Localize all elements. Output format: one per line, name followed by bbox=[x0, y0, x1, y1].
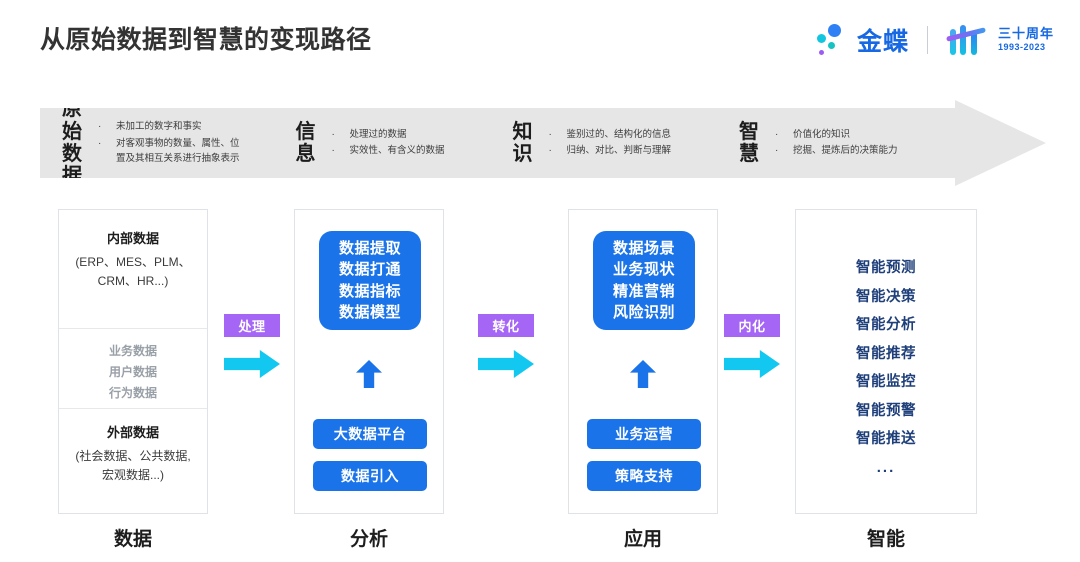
mid-item: 业务数据 bbox=[108, 344, 157, 358]
anniversary-text: 三十周年 1993-2023 bbox=[997, 26, 1054, 53]
connector-process: 处理 bbox=[224, 314, 290, 378]
page-title: 从原始数据到智慧的变现路径 bbox=[40, 26, 372, 54]
banner-bullet: · 归纳、对比、判断与理解 bbox=[549, 143, 672, 160]
column-card-data[interactable]: 内部数据 (ERP、MES、PLM、 CRM、HR...) 业务数据 用户数据 … bbox=[58, 209, 208, 514]
banner-bullet-text: 未加工的数字和事实 bbox=[116, 121, 202, 133]
banner-stage-title: 信 息 bbox=[295, 120, 316, 165]
banner-bullet: · 鉴别过的、结构化的信息 bbox=[549, 127, 672, 144]
kingdee-dots-icon bbox=[815, 23, 847, 57]
banner-stage-data: 原始 数据 · 未加工的数字和事实 · 对客观事物的数量、属性、位 置及其相互关… bbox=[62, 100, 240, 186]
banner-bullet-text: 对客观事物的数量、属性、位 置及其相互关系进行抽象表示 bbox=[116, 137, 240, 165]
internal-data-sub: (ERP、MES、PLM、 CRM、HR...) bbox=[75, 255, 191, 288]
list-item: 智能推送 bbox=[856, 431, 916, 448]
banner-stage-wisdom: 智 慧 · 价值化的知识 · 挖掘、提炼后的决策能力 bbox=[739, 100, 898, 186]
bullet-mark-icon: · bbox=[548, 128, 552, 140]
connector-badge-label: 转化 bbox=[478, 314, 534, 337]
analysis-main-box[interactable]: 数据提取 数据打通 数据指标 数据模型 bbox=[319, 231, 421, 330]
bullet-mark-icon: · bbox=[775, 145, 779, 156]
list-item: 智能预警 bbox=[856, 402, 916, 419]
banner-bullet-text: 价值化的知识 bbox=[793, 128, 851, 140]
banner-stage-knowledge: 知 识 · 鉴别过的、结构化的信息 · 归纳、对比、判断与理解 bbox=[513, 100, 672, 186]
banner-bullet: · 对客观事物的数量、属性、位 置及其相互关系进行抽象表示 bbox=[98, 136, 240, 167]
brand-divider bbox=[926, 26, 928, 54]
banner-stage-title: 知 识 bbox=[512, 120, 533, 165]
banner-stage-bullets: · 鉴别过的、结构化的信息 · 归纳、对比、判断与理解 bbox=[549, 127, 672, 160]
banner-content: 原始 数据 · 未加工的数字和事实 · 对客观事物的数量、属性、位 置及其相互关… bbox=[40, 100, 1046, 186]
mid-item: 行为数据 bbox=[108, 386, 157, 400]
banner-bullet-text: 鉴别过的、结构化的信息 bbox=[566, 128, 672, 140]
external-data-section: 外部数据 (社会数据、公共数据, 宏观数据...) bbox=[59, 422, 207, 502]
banner-stage-title: 智 慧 bbox=[739, 120, 760, 165]
external-data-sub: (社会数据、公共数据, 宏观数据...) bbox=[75, 449, 191, 482]
application-pill-operations[interactable]: 业务运营 bbox=[587, 419, 701, 449]
column-label-application: 应用 bbox=[623, 529, 662, 550]
brand-name: 金蝶 bbox=[856, 28, 909, 56]
external-data-title: 外部数据 bbox=[106, 425, 159, 440]
dikw-banner-arrow: 原始 数据 · 未加工的数字和事实 · 对客观事物的数量、属性、位 置及其相互关… bbox=[40, 100, 1046, 186]
column-label-analysis: 分析 bbox=[349, 529, 388, 550]
intelligence-list: 智能预测 智能决策 智能分析 智能推荐 智能监控 智能预警 智能推送 ... bbox=[796, 254, 976, 481]
banner-stage-information: 信 息 · 处理过的数据 · 实效性、有含义的数据 bbox=[296, 100, 445, 186]
analysis-pill-platform[interactable]: 大数据平台 bbox=[313, 419, 427, 449]
bullet-mark-icon: · bbox=[331, 145, 335, 156]
internal-data-title: 内部数据 bbox=[106, 231, 159, 246]
application-main-box[interactable]: 数据场景 业务现状 精准营销 风险识别 bbox=[593, 231, 695, 330]
anniversary-years: 1993-2023 bbox=[997, 42, 1046, 53]
list-item: 智能决策 bbox=[856, 288, 916, 305]
anniversary-label: 三十周年 bbox=[997, 26, 1054, 42]
right-arrow-icon bbox=[724, 350, 780, 378]
connector-badge-label: 处理 bbox=[224, 314, 280, 337]
right-arrow-icon bbox=[478, 350, 534, 378]
bullet-mark-icon: · bbox=[775, 128, 779, 140]
banner-stage-title: 原始 数据 bbox=[62, 98, 82, 188]
banner-bullet: · 实效性、有含义的数据 bbox=[332, 143, 445, 160]
bullet-mark-icon: · bbox=[331, 128, 335, 140]
banner-bullet-text: 归纳、对比、判断与理解 bbox=[566, 145, 672, 156]
column-card-analysis[interactable]: 数据提取 数据打通 数据指标 数据模型 大数据平台 数据引入 bbox=[294, 209, 444, 514]
banner-bullet-text: 挖掘、提炼后的决策能力 bbox=[793, 145, 898, 156]
list-item: 智能预测 bbox=[856, 260, 916, 276]
banner-stage-bullets: · 处理过的数据 · 实效性、有含义的数据 bbox=[332, 127, 445, 160]
column-label-intelligence: 智能 bbox=[866, 529, 905, 550]
column-label-data: 数据 bbox=[113, 529, 152, 550]
banner-bullet: · 价值化的知识 bbox=[775, 127, 898, 144]
application-pill-strategy[interactable]: 策略支持 bbox=[587, 461, 701, 491]
brand-logo: 金蝶 三十周年 1993-2023 bbox=[815, 20, 1054, 60]
list-item: 智能分析 bbox=[856, 317, 916, 334]
middle-data-section: 业务数据 用户数据 行为数据 bbox=[59, 328, 207, 409]
banner-stage-bullets: · 未加工的数字和事实 · 对客观事物的数量、属性、位 置及其相互关系进行抽象表… bbox=[98, 119, 240, 167]
column-card-intelligence[interactable]: 智能预测 智能决策 智能分析 智能推荐 智能监控 智能预警 智能推送 ... bbox=[795, 209, 977, 514]
connector-internalize: 内化 bbox=[724, 314, 790, 378]
connector-badge-label: 内化 bbox=[724, 314, 780, 337]
list-item: 智能推荐 bbox=[856, 345, 916, 362]
connector-transform: 转化 bbox=[478, 314, 544, 378]
banner-bullet-text: 实效性、有含义的数据 bbox=[349, 145, 445, 156]
list-item-ellipsis: ... bbox=[876, 458, 896, 476]
column-card-application[interactable]: 数据场景 业务现状 精准营销 风险识别 业务运营 策略支持 bbox=[568, 209, 718, 514]
banner-bullet: · 处理过的数据 bbox=[332, 127, 445, 144]
banner-bullet: · 挖掘、提炼后的决策能力 bbox=[775, 143, 898, 160]
analysis-pill-ingest[interactable]: 数据引入 bbox=[313, 461, 427, 491]
list-item: 智能监控 bbox=[856, 374, 916, 391]
bullet-mark-icon: · bbox=[98, 121, 102, 133]
banner-stage-bullets: · 价值化的知识 · 挖掘、提炼后的决策能力 bbox=[775, 127, 898, 160]
bullet-mark-icon: · bbox=[548, 145, 552, 156]
right-arrow-icon bbox=[224, 350, 280, 378]
anniversary-mark-icon bbox=[945, 23, 986, 57]
mid-item: 用户数据 bbox=[108, 365, 157, 379]
up-arrow-icon bbox=[630, 360, 656, 388]
banner-bullet-text: 处理过的数据 bbox=[349, 128, 407, 140]
up-arrow-icon bbox=[356, 360, 382, 388]
banner-bullet: · 未加工的数字和事实 bbox=[98, 119, 240, 136]
internal-data-section: 内部数据 (ERP、MES、PLM、 CRM、HR...) bbox=[59, 228, 207, 328]
bullet-mark-icon: · bbox=[98, 137, 102, 149]
